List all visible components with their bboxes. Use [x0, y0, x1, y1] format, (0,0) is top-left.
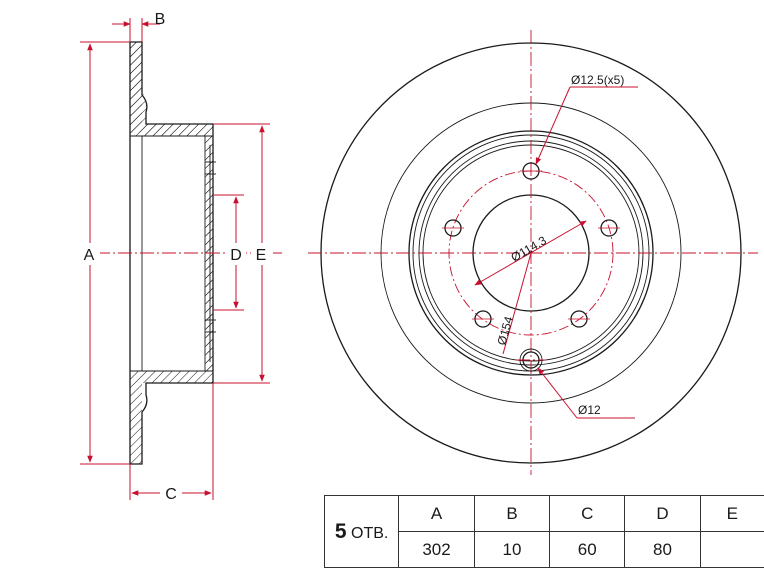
hat-inner-wall	[205, 136, 213, 371]
dimension-a-label: A	[84, 247, 95, 264]
holes-cell: 5 ОТВ.	[323, 495, 400, 568]
value-cell: 80	[624, 531, 701, 568]
header-cell: B	[473, 495, 551, 532]
spec-value-row: 302 10 60 80	[325, 531, 764, 568]
stud-hole-label: Ø12.5(x5)	[571, 73, 624, 87]
dimension-b-label: B	[155, 11, 166, 28]
header-cell: D	[624, 495, 701, 532]
dimension-c-label: C	[165, 486, 177, 503]
spec-header-row: 5 ОТВ. A B C D E	[323, 495, 764, 568]
holes-count: 5	[334, 519, 347, 543]
bore-label: Ø154	[494, 314, 516, 346]
aux-hole-label: Ø12	[578, 403, 601, 417]
hat-top-hatch	[142, 124, 213, 136]
center-hole-gap	[128, 136, 206, 371]
value-cell: 10	[473, 531, 551, 568]
front-view: Ø12.5(x5) Ø114.3 Ø154 Ø12	[308, 30, 758, 475]
header-cell: C	[549, 495, 626, 532]
spec-table: 5 ОТВ. A B C D E 302 10 60 80	[323, 495, 764, 568]
dimension-e-label: E	[256, 247, 267, 264]
value-cell: 60	[549, 531, 626, 568]
header-cell: E	[699, 495, 764, 532]
header-cell: A	[398, 495, 475, 532]
dimension-d-label: D	[230, 247, 242, 264]
value-cell	[699, 531, 764, 568]
bore-leader	[502, 252, 532, 355]
side-section-view: A B C D E	[80, 11, 282, 503]
holes-unit: ОТВ.	[351, 524, 389, 542]
hat-bottom-hatch	[142, 371, 213, 383]
value-cell: 302	[398, 531, 475, 568]
